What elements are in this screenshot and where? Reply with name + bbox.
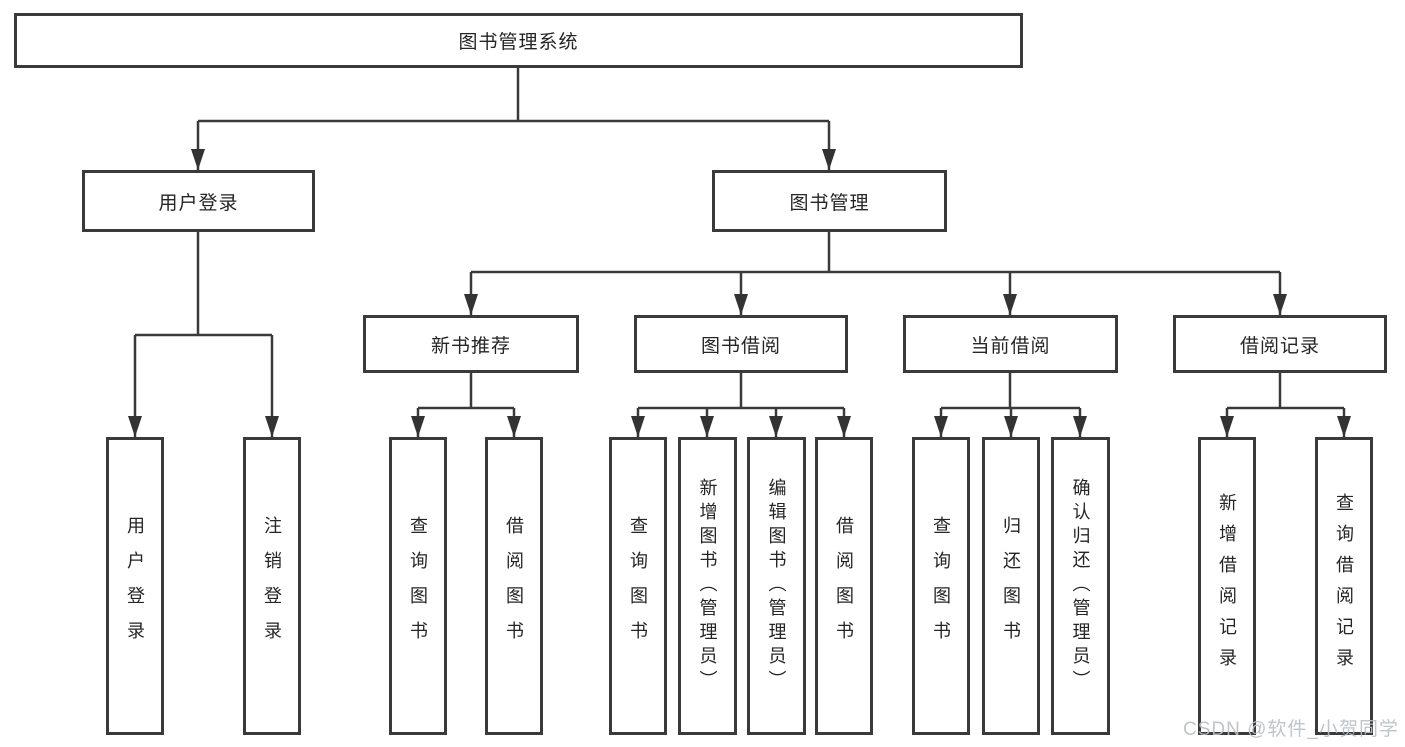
node-new-book-recommendation: 新书推荐 [363, 315, 579, 373]
leaf-confirm-return-admin-label: 确认归还（管理员） [1070, 478, 1091, 694]
leaf-current-query-books: 查询图书 [912, 437, 970, 735]
leaf-return-books-label: 归还图书 [1001, 516, 1021, 656]
node-root-label: 图书管理系统 [458, 32, 579, 53]
connector-borrowrecord-to-leaves [1220, 373, 1351, 437]
leaf-newbook-borrow-books-label: 借阅图书 [504, 516, 524, 656]
leaf-logout: 注销登录 [243, 437, 301, 735]
leaf-edit-books-admin: 编辑图书（管理员） [747, 437, 806, 735]
connector-root-to-level2 [191, 68, 836, 170]
leaf-return-books: 归还图书 [982, 437, 1040, 735]
connector-newbookrec-to-leaves [411, 373, 521, 437]
leaf-newbook-query-books: 查询图书 [389, 437, 447, 735]
leaf-query-borrow-record-label: 查询借阅记录 [1334, 493, 1354, 679]
leaf-user-login-label: 用户登录 [125, 516, 145, 656]
connector-bookmgmt-to-level3 [464, 232, 1287, 315]
leaf-add-borrow-record-label: 新增借阅记录 [1217, 493, 1237, 679]
leaf-logout-label: 注销登录 [262, 516, 282, 656]
node-user-login-group-label: 用户登录 [158, 192, 239, 214]
node-book-borrowing: 图书借阅 [634, 315, 848, 373]
leaf-add-books-admin: 新增图书（管理员） [678, 437, 737, 735]
connector-userlogin-to-leaves [128, 232, 279, 437]
node-borrowing-records-label: 借阅记录 [1239, 335, 1320, 357]
leaf-borrowing-query-books: 查询图书 [609, 437, 667, 735]
connector-currentborrow-to-leaves [934, 373, 1087, 437]
leaf-newbook-borrow-books: 借阅图书 [485, 437, 543, 735]
node-book-management-group-label: 图书管理 [789, 192, 870, 214]
node-book-management-group: 图书管理 [712, 170, 947, 232]
leaf-query-borrow-record: 查询借阅记录 [1315, 437, 1373, 735]
leaf-current-query-books-label: 查询图书 [931, 516, 951, 656]
node-borrowing-records: 借阅记录 [1173, 315, 1387, 373]
node-current-borrowing-label: 当前借阅 [970, 335, 1051, 357]
leaf-add-books-admin-label: 新增图书（管理员） [697, 478, 718, 694]
leaf-borrowing-borrow-books-label: 借阅图书 [834, 516, 854, 656]
leaf-edit-books-admin-label: 编辑图书（管理员） [766, 478, 787, 694]
connector-bookborrow-to-leaves [631, 373, 851, 437]
leaf-add-borrow-record: 新增借阅记录 [1198, 437, 1256, 735]
node-book-borrowing-label: 图书借阅 [700, 335, 781, 357]
node-user-login-group: 用户登录 [82, 170, 315, 232]
leaf-borrowing-borrow-books: 借阅图书 [815, 437, 873, 735]
node-current-borrowing: 当前借阅 [903, 315, 1118, 373]
leaf-newbook-query-books-label: 查询图书 [408, 516, 428, 656]
node-new-book-recommendation-label: 新书推荐 [430, 335, 511, 357]
leaf-user-login: 用户登录 [106, 437, 164, 735]
csdn-watermark: CSDN @软件_小贺同学 [1183, 719, 1399, 740]
leaf-borrowing-query-books-label: 查询图书 [628, 516, 648, 656]
node-root-system: 图书管理系统 [14, 13, 1023, 68]
leaf-confirm-return-admin: 确认归还（管理员） [1051, 437, 1110, 735]
